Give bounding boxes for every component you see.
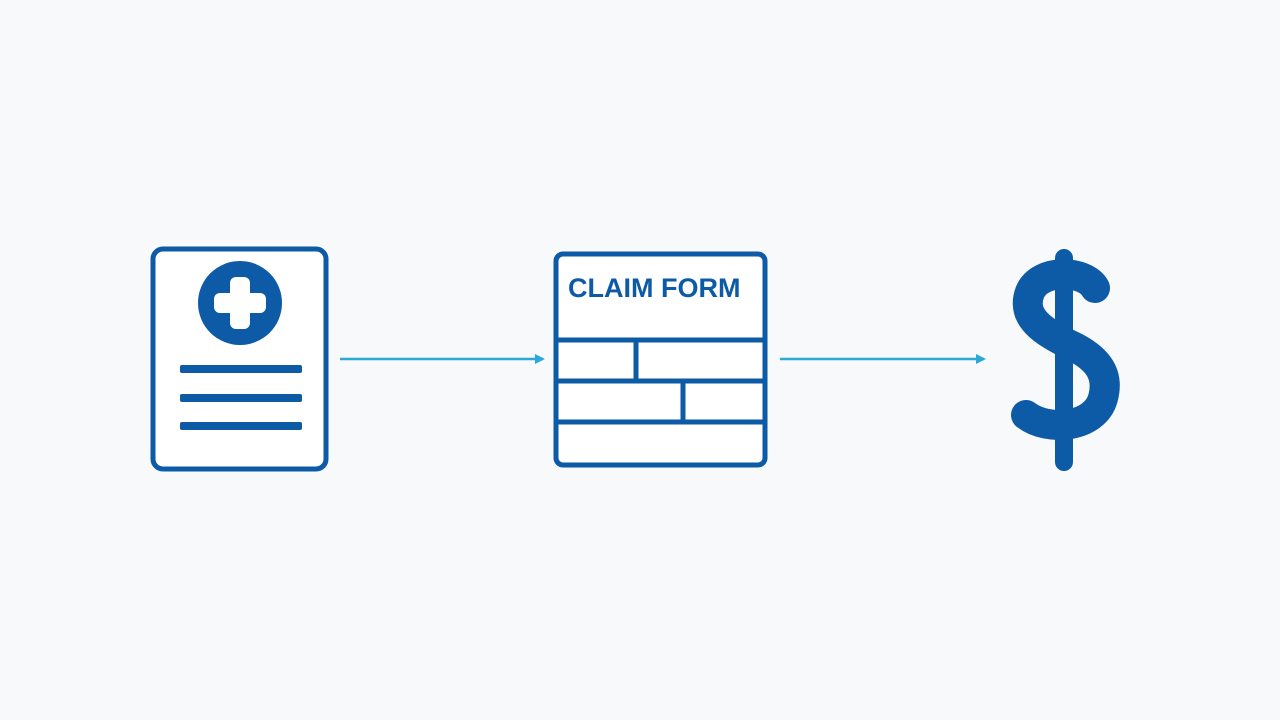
- document-line-1: [180, 365, 302, 373]
- claim-form-title: CLAIM FORM: [568, 273, 740, 303]
- document-outline: [150, 246, 329, 472]
- form-outline: [553, 251, 768, 468]
- document-line-3: [180, 422, 302, 430]
- document-line-2: [180, 394, 302, 402]
- dollar-s-curve: [1011, 259, 1120, 440]
- dollar-sign-icon: [1011, 249, 1120, 471]
- claim-form-icon: CLAIM FORM: [553, 251, 768, 468]
- cross-horizontal-bar: [214, 293, 266, 313]
- medical-document-icon: [150, 246, 329, 472]
